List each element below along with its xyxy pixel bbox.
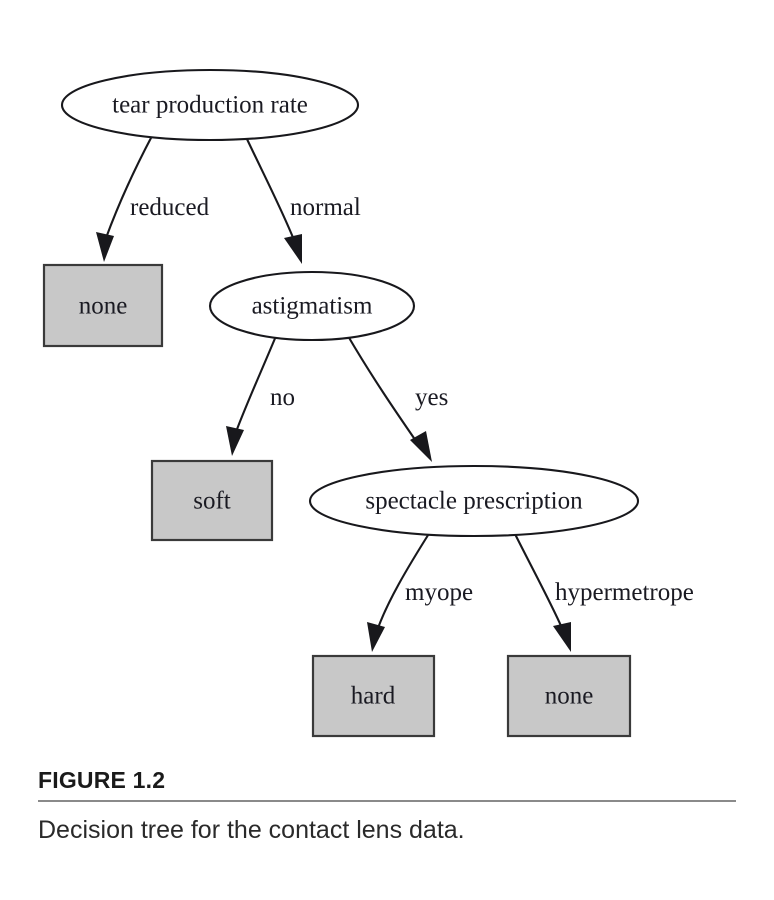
node-label-astigmatism: astigmatism [252, 293, 373, 320]
leaf-label-none-reduced: none [79, 293, 128, 320]
edge-label-yes: yes [415, 384, 448, 411]
leaf-hard[interactable]: hard [311, 654, 436, 738]
edge-label-myope: myope [405, 579, 473, 606]
node-tear-production-rate[interactable]: tear production rate [60, 68, 360, 142]
leaf-label-soft: soft [193, 488, 231, 515]
edge-astigmatism-to-spectacle [347, 335, 432, 462]
edge-label-hypermetrope: hypermetrope [555, 579, 694, 606]
figure-number: FIGURE 1.2 [38, 767, 166, 793]
leaf-label-hard: hard [351, 683, 396, 710]
caption-divider [38, 800, 736, 803]
edge-label-normal: normal [290, 194, 361, 221]
edge-path-myope [377, 531, 431, 629]
leaf-shape-hard [311, 654, 436, 738]
edge-tear-to-astigmatism [245, 136, 302, 264]
leaf-label-none-hypermetrope: none [545, 683, 594, 710]
arrow-head-hypermetrope [553, 622, 571, 652]
arrow-head-normal [284, 234, 302, 264]
edge-tear-to-none [96, 135, 153, 262]
node-spectacle-prescription[interactable]: spectacle prescription [308, 464, 640, 538]
edge-astigmatism-to-soft [226, 335, 277, 456]
edge-spectacle-to-none [513, 531, 571, 652]
ellipse-shape-tear [60, 68, 360, 142]
arrow-head-no [226, 426, 244, 456]
edge-path-yes [347, 335, 417, 442]
ellipse-shape-astigmatism [208, 270, 416, 342]
node-label-spectacle: spectacle prescription [365, 488, 583, 515]
node-label-tear: tear production rate [112, 92, 308, 119]
leaf-soft[interactable]: soft [150, 459, 274, 542]
edge-path-no [235, 335, 277, 433]
edge-path-normal [245, 136, 295, 241]
edge-label-no: no [270, 384, 295, 411]
arrow-head-reduced [96, 232, 114, 262]
leaf-shape-none-reduced [42, 263, 164, 348]
edge-path-reduced [105, 135, 153, 239]
edge-spectacle-to-hard [367, 531, 431, 652]
edge-path-hypermetrope [513, 531, 563, 629]
edge-label-reduced: reduced [130, 194, 210, 221]
leaf-shape-none-hypermetrope [506, 654, 632, 738]
arrow-head-myope [367, 622, 385, 652]
figure-caption-block: FIGURE 1.2 Decision tree for the contact… [38, 767, 736, 847]
leaf-shape-soft [150, 459, 274, 542]
ellipse-shape-spectacle [308, 464, 640, 538]
leaf-none-reduced[interactable]: none [42, 263, 164, 348]
leaf-none-hypermetrope[interactable]: none [506, 654, 632, 738]
arrow-head-yes [410, 431, 432, 462]
figure-caption-text: Decision tree for the contact lens data. [38, 816, 465, 845]
node-astigmatism[interactable]: astigmatism [208, 270, 416, 342]
